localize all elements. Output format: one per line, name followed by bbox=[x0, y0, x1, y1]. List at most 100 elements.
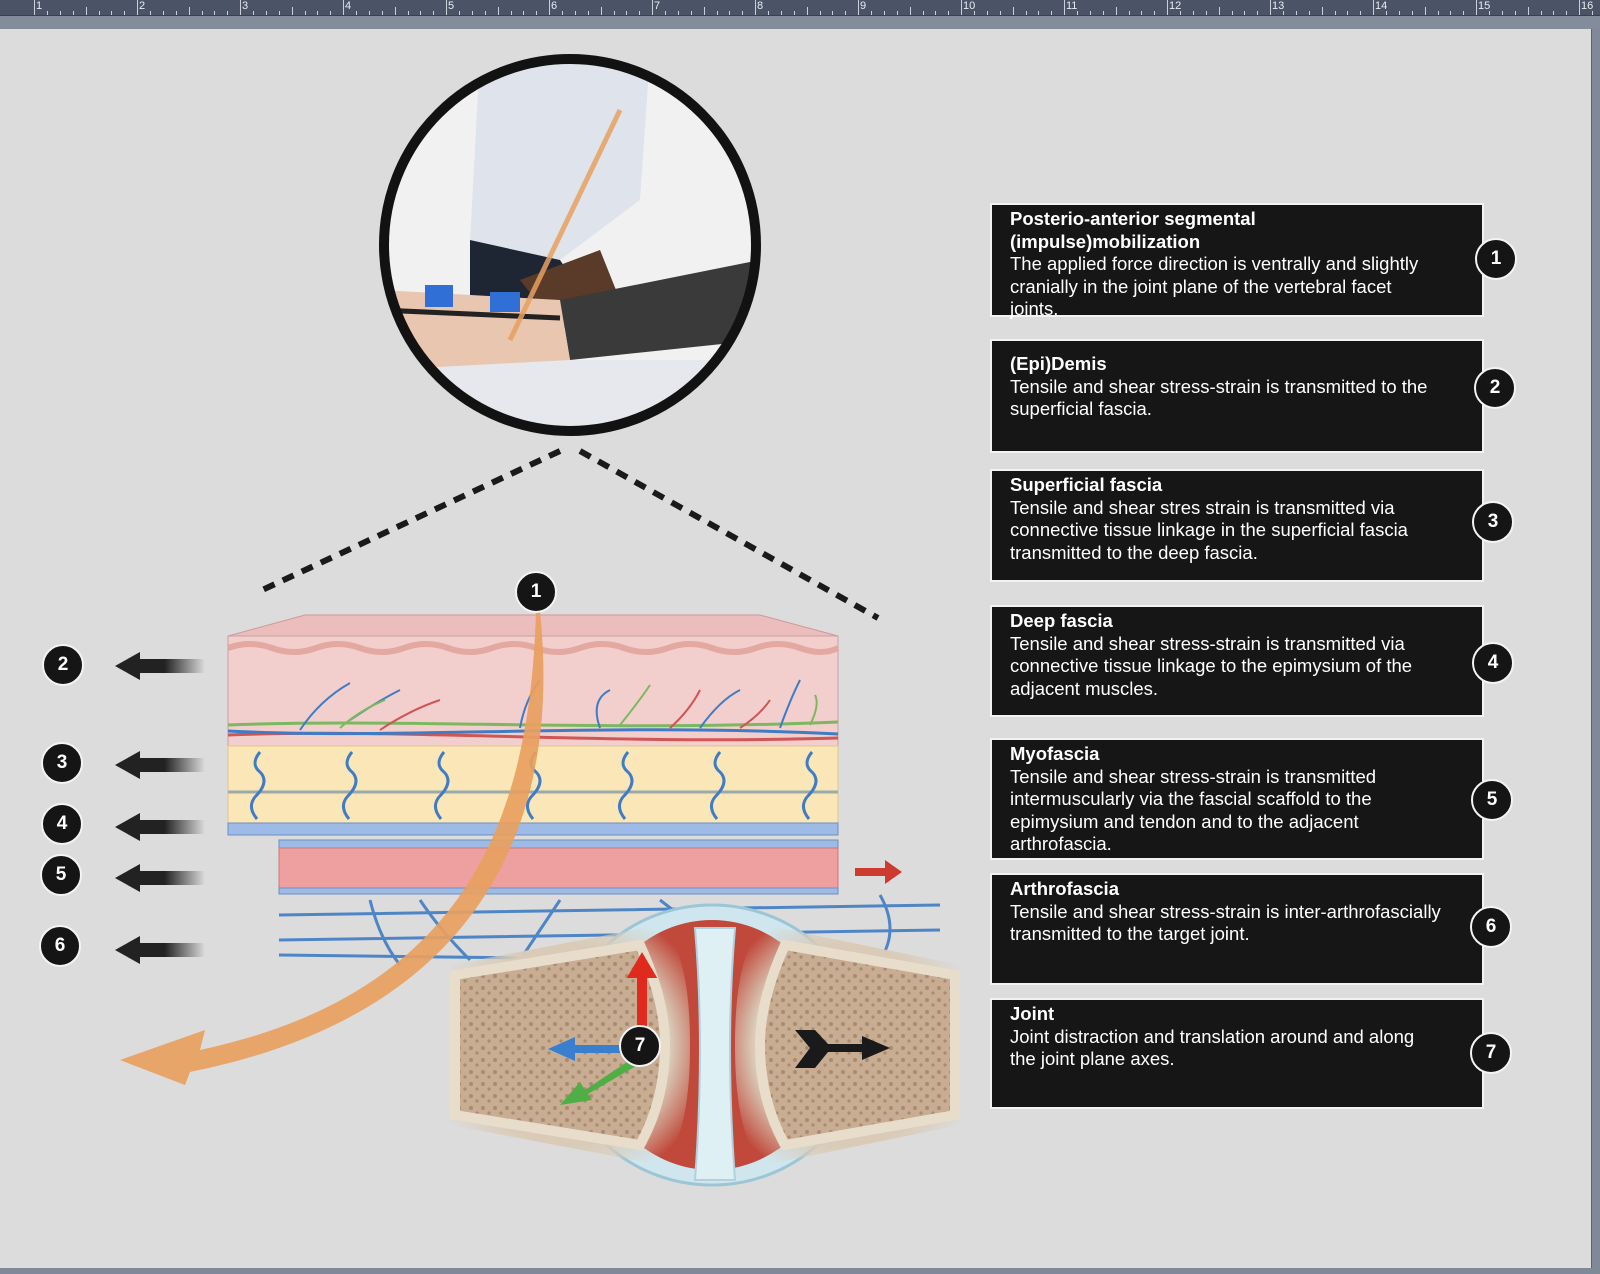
legend-badge-2: 2 bbox=[1474, 367, 1516, 409]
ruler-tick bbox=[922, 11, 924, 15]
legend-text: The applied force direction is ventrally… bbox=[1010, 253, 1419, 319]
legend-badge-3: 3 bbox=[1472, 501, 1514, 543]
legend-text: Joint distraction and translation around… bbox=[1010, 1025, 1415, 1070]
ruler-tick bbox=[1257, 11, 1259, 15]
ruler-tick bbox=[1411, 11, 1413, 15]
ruler-tick bbox=[1579, 0, 1580, 15]
ruler-tick bbox=[729, 11, 731, 15]
legend-box-1: Posterio-anterior segmental (impulse)mob… bbox=[990, 203, 1484, 319]
ruler-tick bbox=[1334, 11, 1336, 15]
ruler-tick bbox=[497, 7, 499, 15]
ruler-tick bbox=[561, 11, 563, 15]
ruler-mark: 8 bbox=[757, 0, 764, 12]
ruler-tick bbox=[1270, 0, 1271, 15]
legend-title: Arthrofascia bbox=[1010, 878, 1119, 899]
zoom-line-right bbox=[578, 448, 880, 621]
legend-text: Tensile and shear stress-strain is inter… bbox=[1010, 900, 1441, 945]
ruler-tick bbox=[1437, 11, 1439, 15]
ruler-tick bbox=[613, 11, 615, 15]
legend-box-3: Superficial fascia Tensile and shear str… bbox=[990, 469, 1484, 582]
legend-box-2: (Epi)Demis Tensile and shear stress-stra… bbox=[990, 339, 1484, 453]
ruler-tick bbox=[98, 11, 100, 15]
ruler-tick bbox=[1025, 11, 1027, 15]
ruler-tick bbox=[124, 11, 126, 15]
ruler-tick bbox=[536, 11, 538, 15]
ruler-tick bbox=[1295, 11, 1297, 15]
blue-axis-arrow bbox=[548, 1037, 625, 1061]
ruler-tick bbox=[973, 11, 975, 15]
ruler-tick bbox=[1179, 11, 1181, 15]
zoom-line-left bbox=[256, 448, 562, 595]
ruler-tick bbox=[433, 11, 435, 15]
ruler-tick bbox=[600, 7, 602, 15]
ruler-tick bbox=[639, 11, 641, 15]
ruler-tick bbox=[1527, 7, 1529, 15]
marker-deep-fascia: 4 bbox=[41, 803, 83, 845]
ruler-mark: 5 bbox=[448, 0, 455, 12]
legend-badge-4: 4 bbox=[1472, 642, 1514, 684]
green-axis-arrow bbox=[560, 1060, 636, 1105]
ruler-tick bbox=[549, 0, 550, 15]
ruler-tick bbox=[458, 11, 460, 15]
legend-text: Tensile and shear stress-strain is trans… bbox=[1010, 632, 1413, 699]
ruler-tick bbox=[252, 11, 254, 15]
marker-arthrofascia: 6 bbox=[39, 925, 81, 967]
ruler-tick bbox=[1282, 11, 1284, 15]
ruler-tick bbox=[394, 7, 396, 15]
marker-myofascia: 5 bbox=[40, 854, 82, 896]
ruler-tick bbox=[948, 11, 950, 15]
ruler-tick bbox=[85, 7, 87, 15]
ruler-tick bbox=[407, 11, 409, 15]
ruler-tick bbox=[188, 7, 190, 15]
ruler-tick bbox=[214, 11, 216, 15]
ruler-tick bbox=[1398, 11, 1400, 15]
legend-title: (Epi)Demis bbox=[1010, 353, 1107, 374]
ruler-mark: 2 bbox=[139, 0, 146, 12]
legend-title: Myofascia bbox=[1010, 743, 1100, 764]
ruler-tick bbox=[1089, 11, 1091, 15]
ruler-tick bbox=[1205, 11, 1207, 15]
marker-superficial-fascia: 3 bbox=[41, 742, 83, 784]
ruler-tick bbox=[1167, 0, 1168, 15]
ruler-tick bbox=[1064, 0, 1065, 15]
ruler-mark: 12 bbox=[1169, 0, 1182, 12]
ruler-mark: 10 bbox=[963, 0, 976, 12]
ruler-tick bbox=[1566, 11, 1568, 15]
ruler-mark: 11 bbox=[1066, 0, 1078, 12]
ruler-tick bbox=[1553, 11, 1555, 15]
ruler-tick bbox=[999, 11, 1001, 15]
ruler-tick bbox=[664, 11, 666, 15]
ruler-tick bbox=[137, 0, 138, 15]
ruler-tick bbox=[201, 11, 203, 15]
ruler-mark: 7 bbox=[654, 0, 661, 12]
tissue-layers bbox=[226, 614, 941, 966]
marker-epidermis: 2 bbox=[42, 644, 84, 686]
ruler-mark: 9 bbox=[860, 0, 867, 12]
ruler-tick bbox=[1218, 7, 1220, 15]
ruler-tick bbox=[716, 11, 718, 15]
ruler-tick bbox=[1231, 11, 1233, 15]
ruler-tick bbox=[1051, 11, 1053, 15]
ruler-tick bbox=[652, 0, 653, 15]
ruler-tick bbox=[780, 11, 782, 15]
ruler-tick bbox=[677, 11, 679, 15]
ruler-tick bbox=[883, 11, 885, 15]
legend-title: Joint bbox=[1010, 1003, 1055, 1024]
ruler-tick bbox=[523, 11, 525, 15]
ruler-tick bbox=[510, 11, 512, 15]
ruler-tick bbox=[845, 11, 847, 15]
legend-title: Deep fascia bbox=[1010, 610, 1113, 631]
ruler-mark: 1 bbox=[36, 0, 43, 12]
ruler-tick bbox=[381, 11, 383, 15]
ruler-mark: 6 bbox=[551, 0, 558, 12]
legend-text: Tensile and shear stress-strain is trans… bbox=[1010, 375, 1428, 420]
ruler-tick bbox=[1308, 11, 1310, 15]
ruler-tick bbox=[1501, 11, 1503, 15]
legend-text: Tensile and shear stress-strain is trans… bbox=[1010, 765, 1377, 855]
ruler-tick bbox=[1012, 7, 1014, 15]
ruler-tick bbox=[330, 11, 332, 15]
marker-joint: 7 bbox=[619, 1025, 661, 1067]
marker-force: 1 bbox=[515, 571, 557, 613]
ruler-tick bbox=[46, 11, 48, 15]
